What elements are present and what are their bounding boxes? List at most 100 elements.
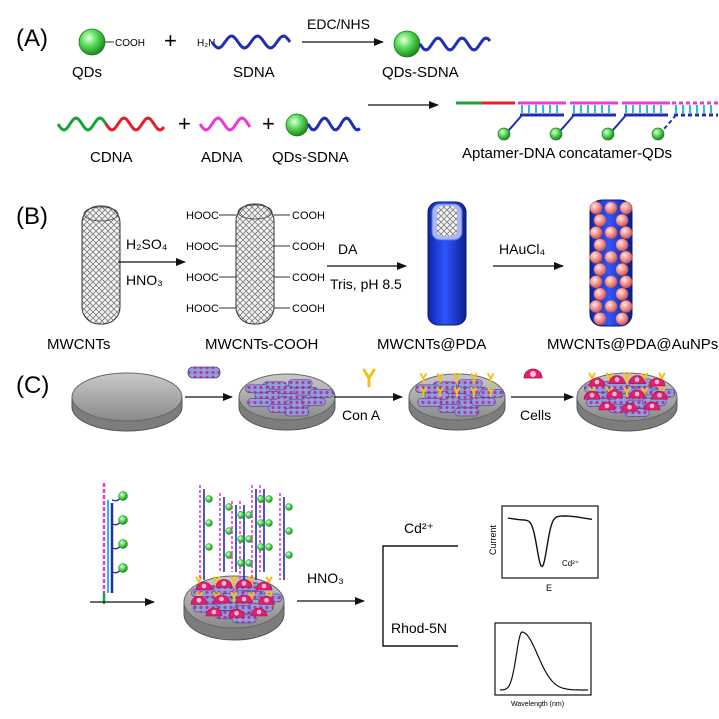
cell-captured-electrode-disk xyxy=(576,372,678,432)
nanotube-composite xyxy=(247,398,272,407)
quantum-dot-icon xyxy=(265,543,273,551)
cell-nucleus xyxy=(234,611,239,616)
bare-electrode-disk xyxy=(71,372,183,432)
plus-sign-1: + xyxy=(164,28,177,53)
gold-nanoparticle xyxy=(604,201,618,215)
cell-nucleus xyxy=(657,392,662,398)
amine-group-label: H₂N xyxy=(197,38,215,49)
con-a-lectin xyxy=(623,386,631,398)
da-label: DA xyxy=(338,241,358,257)
cell-nucleus xyxy=(594,379,600,385)
quantum-dot-icon xyxy=(285,551,293,559)
cooh-label: COOH xyxy=(292,272,325,284)
aptamer-dna-concatamer-diagram xyxy=(456,101,719,141)
hno3-label-c: HNO₃ xyxy=(307,570,344,586)
gold-nanoparticle xyxy=(619,250,633,264)
gold-nanoparticle xyxy=(615,213,629,227)
panel-c-label: (C) xyxy=(16,372,49,399)
quantum-dot-icon xyxy=(393,30,421,58)
sdna-label: SDNA xyxy=(233,64,275,81)
gold-nanoparticle xyxy=(604,226,618,240)
con-a-lectin xyxy=(453,386,461,398)
cell-nucleus xyxy=(196,598,202,603)
gold-nanoparticle xyxy=(619,275,633,289)
cell-nucleus xyxy=(211,609,217,615)
gold-nanoparticle xyxy=(589,201,603,215)
nanotube-composite xyxy=(457,379,483,388)
cell-nucleus xyxy=(241,581,247,586)
tris-label: Tris, pH 8.5 xyxy=(330,276,402,292)
cooh-label: COOH xyxy=(292,210,325,222)
cell-nucleus xyxy=(201,583,207,589)
concatamer-label: Aptamer-DNA concatamer-QDs xyxy=(462,145,672,162)
nanotube-composite xyxy=(454,407,480,417)
quantum-dot-icon xyxy=(78,28,106,56)
cd-peak-annotation: Cd²⁺ xyxy=(562,559,579,568)
con-a-lectin xyxy=(419,372,428,384)
hno3-label: HNO₃ xyxy=(126,272,163,288)
plus-sign-3: + xyxy=(262,111,275,136)
con-a-lectin xyxy=(230,576,238,587)
h2so4-label: H₂SO₄ xyxy=(126,236,168,252)
quantum-dot-icon xyxy=(265,495,273,503)
con-a-lectin xyxy=(453,372,461,384)
gold-nanoparticle xyxy=(615,238,629,252)
con-a-lectin xyxy=(436,372,445,384)
panel-a-label: (A) xyxy=(16,25,48,52)
cell-nucleus xyxy=(649,403,655,409)
nanotube-composite xyxy=(470,397,496,406)
cell-nucleus xyxy=(654,379,660,385)
cell-icon xyxy=(523,368,543,379)
cooh-label: COOH xyxy=(292,303,325,315)
quantum-dot-icon xyxy=(118,515,128,525)
quantum-dot-icon xyxy=(237,511,245,519)
quantum-dot-icon xyxy=(285,527,293,535)
composite-electrode-disk xyxy=(238,373,336,431)
nanotube-composite xyxy=(300,397,326,406)
gold-nanoparticle xyxy=(589,275,603,289)
qd-tether xyxy=(111,497,121,502)
gold-nanoparticle xyxy=(604,275,618,289)
quantum-dot-icon xyxy=(237,535,245,543)
gold-nanoparticle xyxy=(619,226,633,240)
nanotube-composite xyxy=(287,379,313,388)
mwcnts-pda-label: MWCNTs@PDA xyxy=(377,336,486,353)
gold-nanoparticle xyxy=(593,213,607,227)
gold-nanoparticle xyxy=(589,226,603,240)
mwcnts-pda-aunps-label: MWCNTs@PDA@AuNPs xyxy=(547,336,718,353)
cell-nucleus xyxy=(634,377,640,382)
haucl4-label: HAuCl₄ xyxy=(499,241,545,257)
e-axis-label: E xyxy=(546,583,552,593)
panel-b-label: (B) xyxy=(16,203,48,230)
quantum-dot-icon xyxy=(257,495,265,503)
cd-label: Cd²⁺ xyxy=(404,520,434,536)
cell-nucleus xyxy=(612,391,617,397)
rhod-5n-label: Rhod-5N xyxy=(391,620,447,636)
current-axis-label: Current xyxy=(488,524,498,555)
gold-nanoparticle xyxy=(593,287,607,301)
quantum-dot-icon xyxy=(601,127,615,141)
con-a-label: Con A xyxy=(342,407,381,423)
con-a-lectin xyxy=(469,372,478,384)
quantum-dot-icon xyxy=(118,563,128,573)
edc-nhs-label: EDC/NHS xyxy=(307,16,370,32)
quantum-dot-icon xyxy=(497,127,511,141)
hooc-label: HOOC xyxy=(186,272,219,284)
gold-nanoparticle xyxy=(615,263,629,276)
quantum-dot-icon xyxy=(205,519,213,527)
hooc-label: HOOC xyxy=(186,210,219,222)
quantum-dot-icon xyxy=(118,491,128,501)
plus-sign-2: + xyxy=(178,111,191,136)
cooh-group-label: COOH xyxy=(115,38,145,49)
con-a-icon xyxy=(362,368,376,388)
quantum-dot-icon xyxy=(118,539,128,549)
cdna-green-strand xyxy=(56,116,108,132)
labeled-electrode-disk xyxy=(183,485,293,641)
gold-nanoparticle xyxy=(619,201,633,215)
adna-label: ADNA xyxy=(201,149,243,166)
cell-nucleus xyxy=(627,404,632,410)
qd-sdna-strand xyxy=(418,36,492,52)
gold-nanoparticle xyxy=(615,312,629,326)
quantum-dot-icon xyxy=(285,503,293,511)
